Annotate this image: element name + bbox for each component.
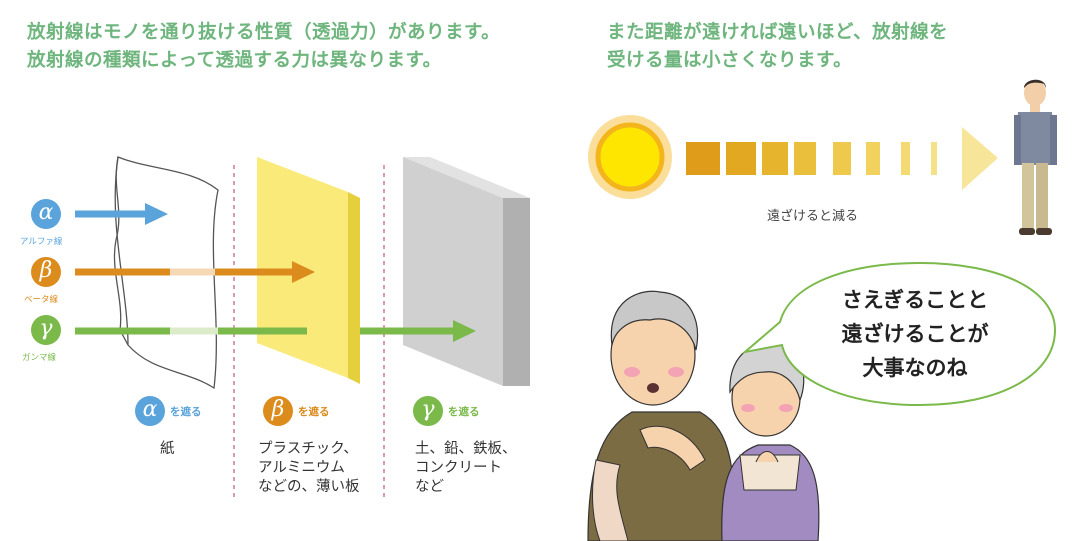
beta-material-line-2: アルミニウム <box>258 460 345 476</box>
concrete-block-top <box>403 157 530 198</box>
distance-segment-6 <box>866 142 880 175</box>
distance-reduction-label: 遠ざけると減る <box>767 209 859 224</box>
alpha-symbol-badge: α <box>31 199 61 229</box>
speech-bubble-text: さえぎることと 遠ざけることが 大事なのね <box>790 283 1040 385</box>
distance-segment-4 <box>794 142 816 175</box>
beta-ray-label: ベータ線 <box>24 295 59 305</box>
alpha-blocker-materials: 紙 <box>160 440 175 459</box>
penetration-caption-line-2: 放射線の種類によって透過する力は異なります。 <box>27 50 442 71</box>
beta-arrowhead-icon <box>292 261 315 283</box>
distance-segment-7 <box>901 142 910 175</box>
distance-segment-2 <box>726 142 756 175</box>
gamma-material-line-2: コンクリート <box>415 460 502 476</box>
alpha-material-line-1: 紙 <box>160 441 175 457</box>
beta-material-line-3: などの、薄い板 <box>258 479 360 495</box>
distance-segment-8 <box>931 142 937 175</box>
distance-segment-5 <box>833 142 851 175</box>
distance-caption-line-1: また距離が遠ければ遠いほど、放射線を <box>607 22 949 43</box>
gamma-ray-label: ガンマ線 <box>22 353 57 363</box>
beta-blocker-materials: プラスチック、 アルミニウム などの、薄い板 <box>258 440 360 497</box>
distance-segment-3 <box>762 142 788 175</box>
paper-edge-icon <box>113 156 129 346</box>
gamma-blocker-badge: γ <box>413 396 443 426</box>
alpha-blocker-label: を遮る <box>170 406 202 418</box>
alpha-ray-label: アルファ線 <box>20 237 63 247</box>
concrete-block-side <box>503 198 530 386</box>
penetration-caption-line-1: 放射線はモノを通り抜ける性質（透過力）があります。 <box>27 22 501 43</box>
penetration-caption: 放射線はモノを通り抜ける性質（透過力）があります。 放射線の種類によって透過する… <box>27 19 500 75</box>
elderly-man-icon <box>587 290 736 541</box>
elderly-woman-icon <box>721 342 820 541</box>
speech-bubble-shape <box>741 261 1057 407</box>
distance-arrowhead-icon <box>962 127 998 190</box>
beta-blocker-badge: β <box>263 396 293 426</box>
gamma-material-line-1: 土、鉛、鉄板、 <box>415 441 517 457</box>
gamma-symbol-badge: γ <box>31 315 61 345</box>
plastic-plate-side <box>348 192 360 384</box>
alpha-arrowhead-icon <box>145 203 168 225</box>
beta-blocker-label: を遮る <box>298 406 330 418</box>
speech-bubble-line-1: さえぎることと <box>841 288 989 312</box>
alpha-blocker-badge: α <box>135 396 165 426</box>
distance-explanation-caption: また距離が遠ければ遠いほど、放射線を 受ける量は小さくなります。 <box>607 19 948 75</box>
speech-bubble-line-2: 遠ざけることが <box>841 322 989 346</box>
gamma-arrowhead-icon <box>453 320 476 342</box>
beta-symbol-badge: β <box>31 257 61 287</box>
standing-person-icon <box>1014 79 1057 235</box>
gamma-blocker-label: を遮る <box>448 406 480 418</box>
distance-caption-line-2: 受ける量は小さくなります。 <box>607 50 853 71</box>
distance-segment-1 <box>686 142 720 175</box>
beta-material-line-1: プラスチック、 <box>258 441 358 457</box>
sun-icon <box>595 122 665 192</box>
gamma-material-line-3: など <box>415 479 444 495</box>
gamma-blocker-materials: 土、鉛、鉄板、 コンクリート など <box>415 440 517 497</box>
speech-bubble-line-3: 大事なのね <box>862 356 968 380</box>
